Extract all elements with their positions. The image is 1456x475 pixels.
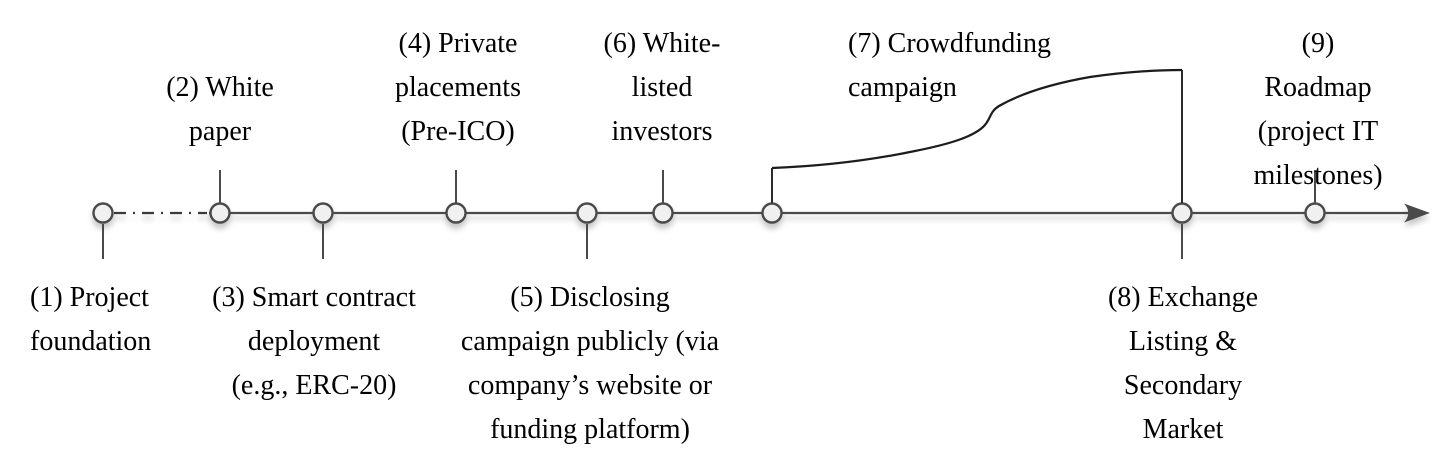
milestone-label-4: (4) Private placements (Pre-ICO) bbox=[395, 28, 521, 147]
milestone-node-7 bbox=[761, 202, 783, 224]
milestone-label-2: (2) White paper bbox=[166, 72, 274, 147]
right-arrowhead-icon bbox=[1404, 203, 1430, 223]
timeline-axis bbox=[92, 202, 1430, 224]
milestone-label-8: (8) Exchange Listing & Secondary Market bbox=[1107, 282, 1259, 445]
milestone-node-2 bbox=[209, 202, 231, 224]
milestone-node-6 bbox=[652, 202, 674, 224]
milestone-node-1 bbox=[92, 202, 114, 224]
milestone-node-8 bbox=[1171, 202, 1193, 224]
crowdfunding-growth-curve bbox=[771, 68, 1183, 170]
milestone-node-5 bbox=[576, 202, 598, 224]
milestone-label-5: (5) Disclosing campaign publicly (via co… bbox=[460, 282, 720, 445]
milestone-label-1: (1) Project foundation bbox=[30, 282, 152, 357]
milestone-label-9: (9) Roadmap (project IT milestones) bbox=[1253, 28, 1383, 191]
milestone-node-3 bbox=[312, 202, 334, 224]
milestone-node-4 bbox=[445, 202, 467, 224]
milestone-node-9 bbox=[1304, 202, 1326, 224]
milestone-label-3: (3) Smart contract deployment (e.g., ERC… bbox=[212, 282, 416, 401]
milestone-label-7: (7) Crowdfunding campaign bbox=[848, 28, 1051, 103]
milestone-label-6: (6) White- listed investors bbox=[603, 28, 721, 147]
